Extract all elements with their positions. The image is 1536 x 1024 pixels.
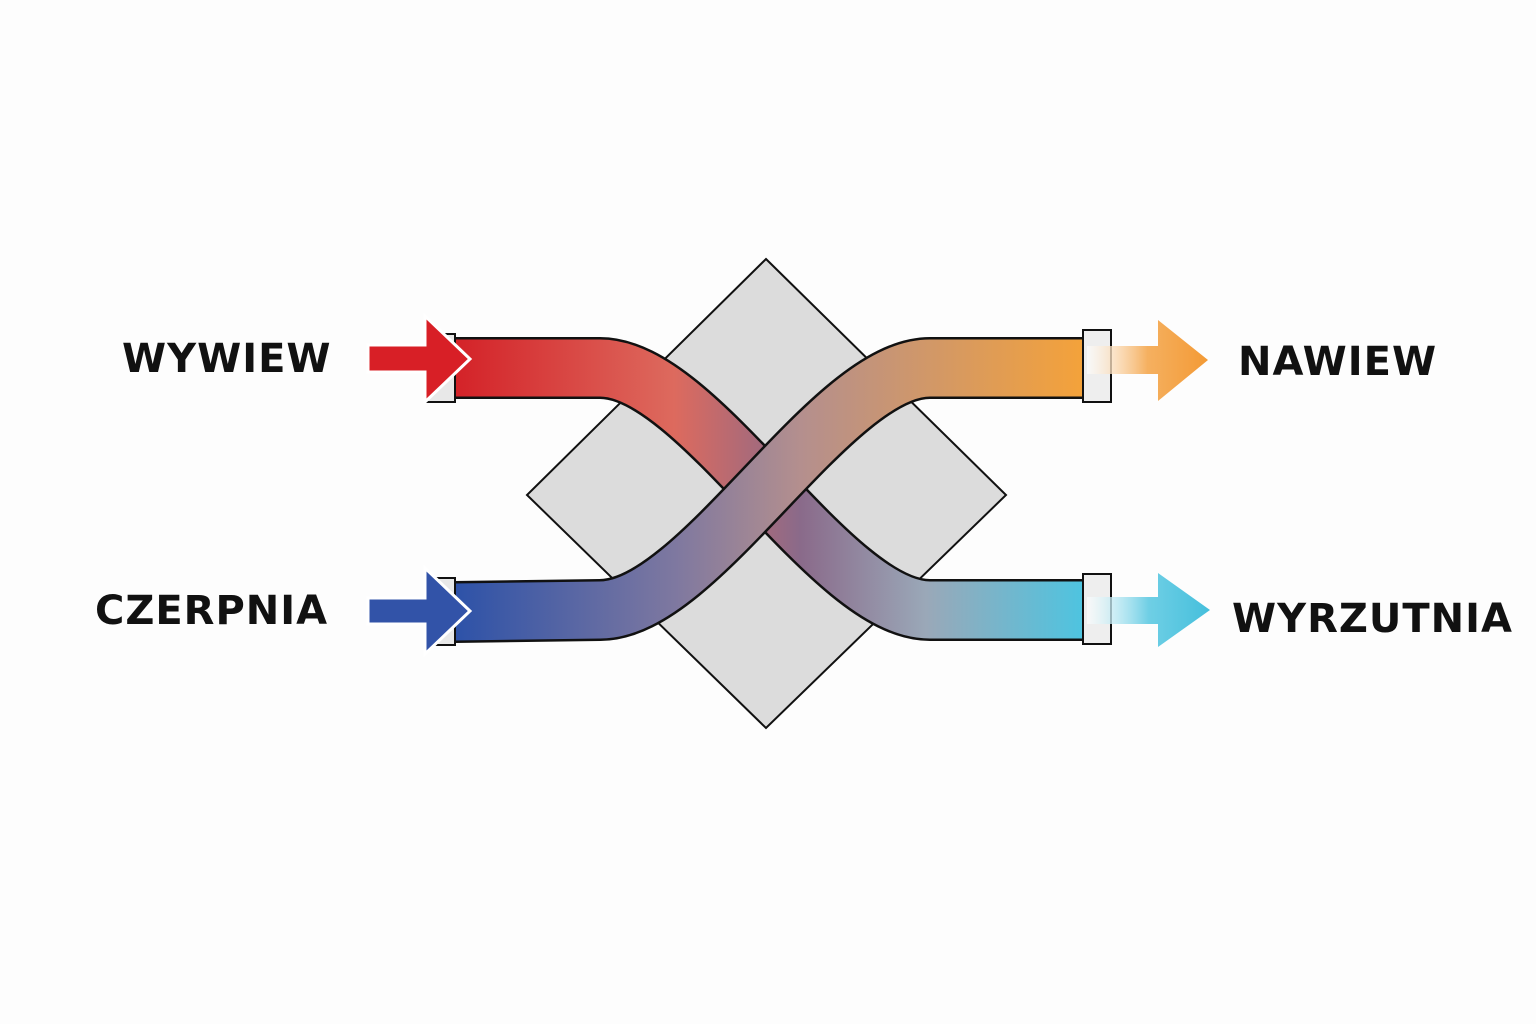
label-wyrzutnia: WYRZUTNIA [1232,596,1513,642]
exhaust-in-arrow-icon [366,312,473,406]
supply-out-arrow-icon [1087,320,1208,401]
supply-duct [454,337,1083,643]
label-nawiew: NAWIEW [1238,339,1437,385]
label-wywiew: WYWIEW [122,336,332,382]
exhaust-out-arrow-icon [1087,573,1210,647]
label-czerpnia: CZERPNIA [95,588,328,634]
fresh-in-arrow-icon [366,564,473,658]
